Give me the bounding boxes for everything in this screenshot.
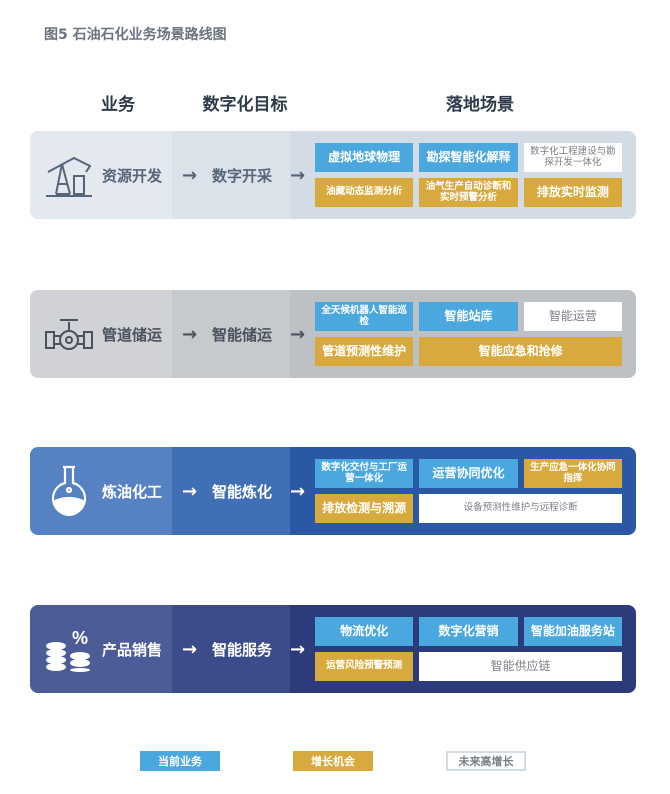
figure-title: 图5 石油石化业务场景路线图 [44, 27, 227, 43]
scene-tile-growth: 排放检测与溯源 [315, 494, 414, 523]
oil-pump-icon [44, 150, 94, 200]
business-row: 炼油化工 → 智能炼化 → 数字化交付与工厂运营一体化运营协同优化生产应急一体化协同… [30, 447, 636, 535]
arrow-icon: → [182, 638, 198, 660]
arrow-icon: → [290, 323, 306, 345]
scene-tile-current: 运营协同优化 [419, 459, 518, 488]
scene-tile-current: 勘探智能化解释 [419, 143, 518, 172]
goal-label: 智能炼化 [212, 482, 273, 501]
business-label: 资源开发 [102, 166, 163, 185]
arrow-icon: → [182, 323, 198, 345]
legend-growth: 增长机会 [293, 751, 373, 771]
scene-tile-growth: 油藏动态监测分析 [315, 178, 414, 207]
business-row: 资源开发 → 数字开采 → 虚拟地球物理勘探智能化解释数字化工程建设与勘探开发一体化… [30, 131, 636, 219]
scene-tile-current: 虚拟地球物理 [315, 143, 414, 172]
scene-tile-current: 智能站库 [419, 302, 518, 331]
arrow-icon: → [290, 638, 306, 660]
scene-tile-current: 数字化营销 [419, 617, 518, 646]
svg-text:%: % [72, 628, 88, 648]
goal-label: 数字开采 [212, 166, 273, 185]
scene-grid: 数字化交付与工厂运营一体化运营协同优化生产应急一体化协同指挥排放检测与溯源设备预… [315, 459, 622, 523]
scene-tile-future: 智能运营 [523, 302, 622, 331]
goal-label: 智能服务 [212, 640, 273, 659]
scene-tile-current: 全天候机器人智能巡检 [315, 302, 414, 331]
business-label: 产品销售 [102, 640, 163, 659]
scene-grid: 全天候机器人智能巡检智能站库智能运营管道预测性维护智能应急和抢修 [315, 302, 622, 366]
coins-percent-icon: % [44, 624, 94, 674]
header-scenes: 落地场景 [446, 95, 514, 115]
arrow-icon: → [182, 480, 198, 502]
pipe-valve-icon [44, 309, 94, 359]
scene-tile-growth: 运营风险预警预测 [315, 652, 414, 681]
business-label: 炼油化工 [102, 482, 163, 501]
header-goal: 数字化目标 [202, 95, 288, 115]
business-row: 管道储运 → 智能储运 → 全天候机器人智能巡检智能站库智能运营管道预测性维护智能应… [30, 290, 636, 378]
scene-tile-future: 设备预测性维护与远程诊断 [419, 494, 622, 523]
flask-icon [44, 465, 94, 517]
scene-tile-current: 数字化交付与工厂运营一体化 [315, 459, 414, 488]
scene-tile-growth: 生产应急一体化协同指挥 [523, 459, 622, 488]
header-business: 业务 [101, 95, 135, 115]
scene-tile-future: 智能供应链 [419, 652, 622, 681]
scene-tile-current: 智能加油服务站 [523, 617, 622, 646]
goal-label: 智能储运 [212, 325, 273, 344]
arrow-icon: → [290, 480, 306, 502]
business-label: 管道储运 [102, 325, 163, 344]
arrow-icon: → [182, 164, 198, 186]
business-row: % 产品销售 → 智能服务 → 物流优化数字化营销智能加油服务站运营风险预警预测智能供… [30, 605, 636, 693]
arrow-icon: → [290, 164, 306, 186]
scene-tile-current: 物流优化 [315, 617, 414, 646]
scene-tile-growth: 油气生产自动诊断和实时预警分析 [419, 178, 518, 207]
scene-tile-future: 数字化工程建设与勘探开发一体化 [523, 143, 622, 172]
scene-tile-growth: 智能应急和抢修 [419, 337, 622, 366]
scene-tile-growth: 管道预测性维护 [315, 337, 414, 366]
legend-current: 当前业务 [140, 751, 220, 771]
scene-grid: 虚拟地球物理勘探智能化解释数字化工程建设与勘探开发一体化油藏动态监测分析油气生产… [315, 143, 622, 207]
scene-tile-growth: 排放实时监测 [523, 178, 622, 207]
legend-future: 未来高增长 [446, 751, 526, 771]
scene-grid: 物流优化数字化营销智能加油服务站运营风险预警预测智能供应链 [315, 617, 622, 681]
